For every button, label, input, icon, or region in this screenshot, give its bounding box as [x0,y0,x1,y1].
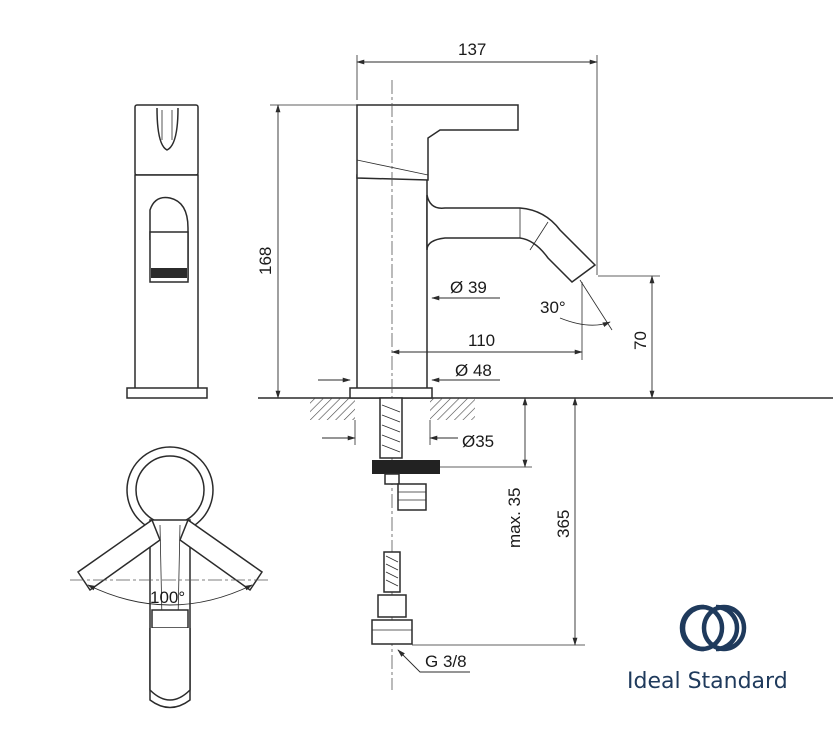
dim-dia-35-label: Ø35 [462,432,494,451]
dim-137-label: 137 [458,40,486,59]
front-view: 137 168 Ø 39 30° 110 70 Ø 48 Ø35 max. 35 [256,40,833,690]
angle-30-label: 30° [540,298,566,317]
brand-logo [679,604,747,652]
dim-dia-48-label: Ø 48 [455,361,492,380]
side-view [126,104,208,399]
dim-max-35-label: max. 35 [505,488,524,548]
top-view: 100° [70,446,270,709]
dim-168-label: 168 [256,247,275,275]
dim-365-label: 365 [554,510,573,538]
brand-name: Ideal Standard [627,669,788,694]
dim-dia-39-label: Ø 39 [450,278,487,297]
angle-100-label: 100° [150,588,185,607]
dim-70-label: 70 [631,331,650,350]
thread-label: G 3/8 [425,652,467,671]
dim-110-label: 110 [468,331,495,350]
